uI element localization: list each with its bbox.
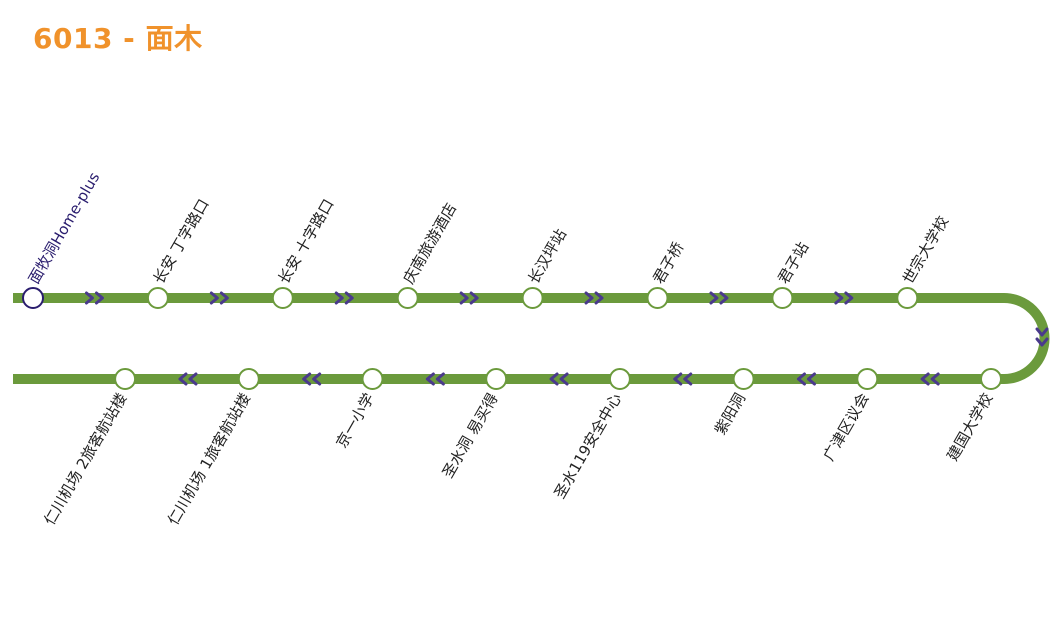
double-chevron-left-icon: [673, 372, 693, 386]
station-label: 圣水119安全中心: [550, 390, 625, 502]
double-chevron-right-icon: [709, 291, 729, 305]
double-chevron-left-icon: [796, 372, 816, 386]
station-marker: [896, 287, 919, 309]
station-label: 长汉坪站: [524, 226, 570, 287]
station-marker: [732, 368, 755, 390]
direction-arrows: [84, 291, 1049, 386]
station-label: 面牧洞Home-plus: [25, 169, 104, 287]
double-chevron-right-icon: [334, 291, 354, 305]
station-label: 仁川机场 2旅客航站楼: [40, 390, 130, 528]
double-chevron-left-icon: [920, 372, 940, 386]
route-name: 面木: [145, 22, 203, 55]
double-chevron-right-icon: [584, 291, 604, 305]
double-chevron-left-icon: [302, 372, 322, 386]
station-marker: [271, 287, 294, 309]
station-origin-marker: [22, 287, 44, 309]
station-marker: [856, 368, 879, 390]
double-chevron-right-icon: [84, 291, 104, 305]
station-label: 京一小学: [332, 390, 378, 451]
station-marker: [361, 368, 384, 390]
title-separator: -: [112, 22, 146, 55]
double-chevron-left-icon: [178, 372, 198, 386]
route-number: 6013: [33, 22, 113, 55]
station-label: 圣水洞 易买得: [439, 390, 502, 481]
station-label: 世宗大学校: [899, 213, 952, 287]
station-marker: [396, 287, 419, 309]
station-label: 仁川机场 1旅客航站楼: [164, 390, 254, 528]
station-label: 紫阳洞: [711, 390, 749, 438]
station-marker: [146, 287, 169, 309]
station-marker: [608, 368, 631, 390]
station-label: 长安 十字路口: [275, 196, 338, 287]
station-label: 庆南旅游酒店: [400, 200, 461, 287]
station-label: 建国大学校: [943, 390, 996, 464]
double-chevron-left-icon: [549, 372, 569, 386]
stations: [22, 287, 1002, 390]
station-label: 广津区议会: [820, 390, 873, 464]
double-chevron-left-icon: [425, 372, 445, 386]
station-label: 君子桥: [649, 239, 687, 287]
station-label: 长安 丁字路口: [150, 196, 213, 287]
station-marker: [771, 287, 794, 309]
station-marker: [114, 368, 137, 390]
double-chevron-down-icon: [1035, 327, 1049, 347]
station-label: 君子站: [774, 239, 812, 287]
station-labels: 面牧洞Home-plus 长安 丁字路口长安 十字路口 庆南旅游酒店 长汉坪站 君子桥 君…: [25, 169, 997, 528]
page-title: 6013 - 面木: [33, 17, 203, 57]
station-marker: [237, 368, 260, 390]
station-marker: [521, 287, 544, 309]
double-chevron-right-icon: [459, 291, 479, 305]
station-marker: [646, 287, 669, 309]
station-marker: [980, 368, 1002, 390]
route-line: [13, 293, 1050, 384]
double-chevron-right-icon: [209, 291, 229, 305]
double-chevron-right-icon: [834, 291, 854, 305]
station-marker: [485, 368, 508, 390]
